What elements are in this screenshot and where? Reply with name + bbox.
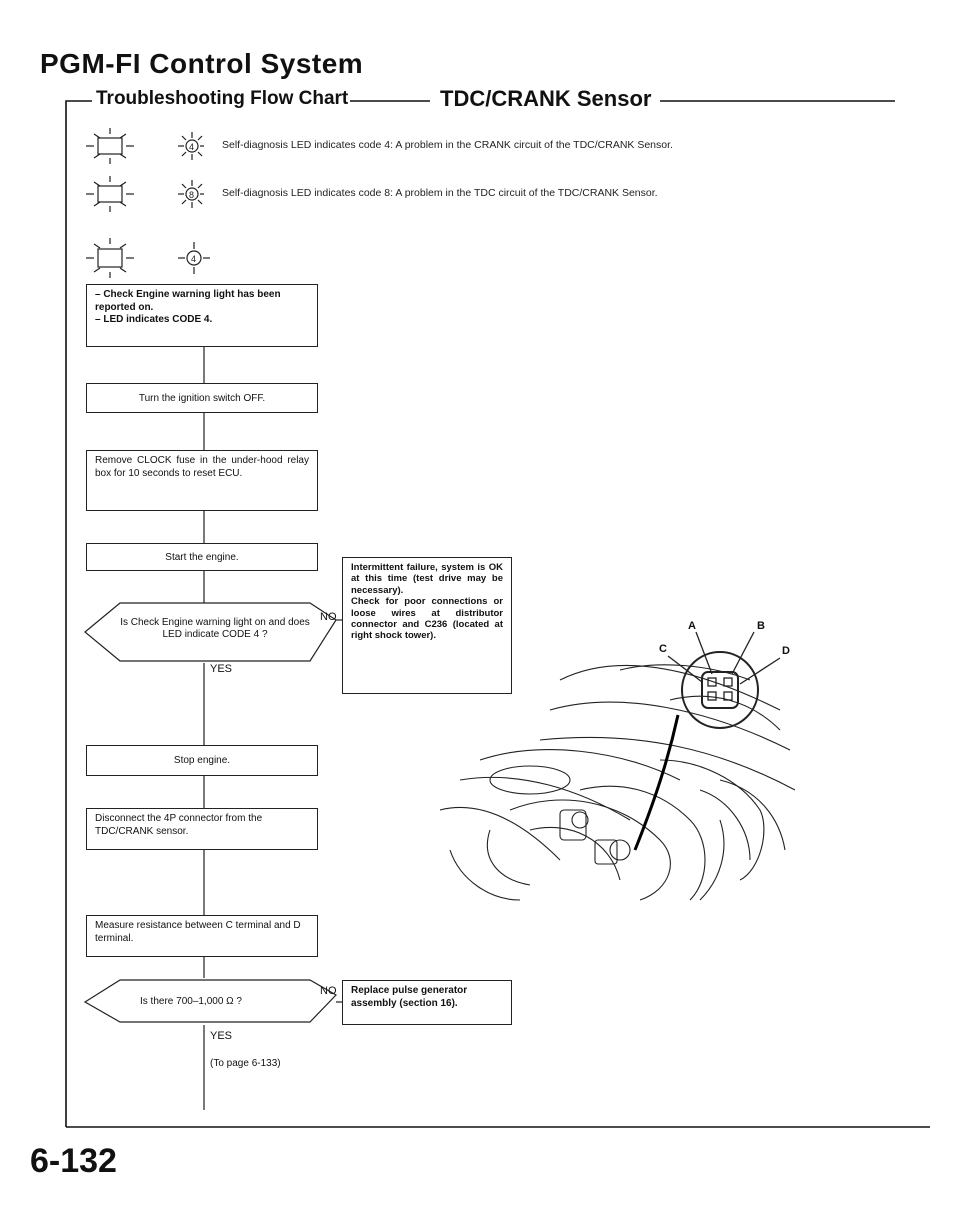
flowchart-subtitle: Troubleshooting Flow Chart — [96, 88, 349, 109]
code-8-description: Self-diagnosis LED indicates code 8: A p… — [222, 187, 658, 199]
yes-label-1: YES — [210, 663, 233, 675]
decision-1-text: Is Check Engine warning light on and doe… — [120, 617, 310, 640]
intermittent-failure-box: Intermittent failure, system is OK at th… — [342, 557, 512, 694]
intermittent-failure-text: Intermittent failure, system is OK at th… — [351, 562, 503, 642]
flow-step-measure-text: Measure resistance between C terminal an… — [95, 920, 301, 944]
decision-diamond-1 — [84, 602, 337, 662]
page-title: PGM-FI Control System — [40, 48, 364, 79]
pin-label-a: A — [688, 620, 696, 632]
flow-step-start-engine: Start the engine. — [86, 543, 318, 571]
svg-text:8: 8 — [189, 190, 194, 200]
decision-2-text: Is there 700–1,000 Ω ? — [140, 996, 242, 1007]
code-4-description: Self-diagnosis LED indicates code 4: A p… — [222, 139, 673, 151]
flow-step-ignition-off-text: Turn the ignition switch OFF. — [138, 393, 266, 404]
connector-callout — [650, 612, 800, 747]
decision-diamond-2 — [83, 979, 337, 1023]
section-title: TDC/CRANK Sensor — [440, 86, 652, 111]
flow-step-remove-fuse-text: Remove CLOCK fuse in the under-hood rela… — [95, 455, 309, 479]
svg-text:4: 4 — [191, 254, 196, 264]
no-label-2: NO — [320, 985, 337, 997]
flow-start-text: – Check Engine warning light has been re… — [95, 289, 281, 325]
pin-label-c: C — [659, 643, 667, 655]
no-label-1: NO — [320, 611, 337, 623]
flow-step-stop-engine-text: Stop engine. — [173, 755, 231, 766]
flow-step-stop-engine: Stop engine. — [86, 745, 318, 776]
replace-pulse-generator-box: Replace pulse generator assembly (sectio… — [342, 980, 512, 1025]
led-code-4-flow-icon: 4 — [84, 236, 214, 285]
yes-label-2: YES — [210, 1030, 233, 1042]
pin-label-b: B — [757, 620, 765, 632]
flow-step-remove-fuse: Remove CLOCK fuse in the under-hood rela… — [86, 450, 318, 511]
flow-start-box: – Check Engine warning light has been re… — [86, 284, 318, 347]
flow-step-disconnect: Disconnect the 4P connector from the TDC… — [86, 808, 318, 850]
flow-step-start-engine-text: Start the engine. — [165, 552, 239, 563]
svg-text:4: 4 — [189, 142, 194, 152]
replace-pulse-generator-text: Replace pulse generator assembly (sectio… — [351, 985, 468, 1009]
flow-step-ignition-off: Turn the ignition switch OFF. — [86, 383, 318, 413]
engine-illustration — [420, 580, 800, 925]
pin-label-d: D — [782, 645, 790, 657]
led-code-4-icon: 4 — [84, 126, 206, 171]
continue-note: (To page 6-133) — [210, 1058, 281, 1069]
flow-step-measure: Measure resistance between C terminal an… — [86, 915, 318, 957]
page-number: 6-132 — [30, 1142, 117, 1180]
flow-step-disconnect-text: Disconnect the 4P connector from the TDC… — [95, 813, 263, 837]
